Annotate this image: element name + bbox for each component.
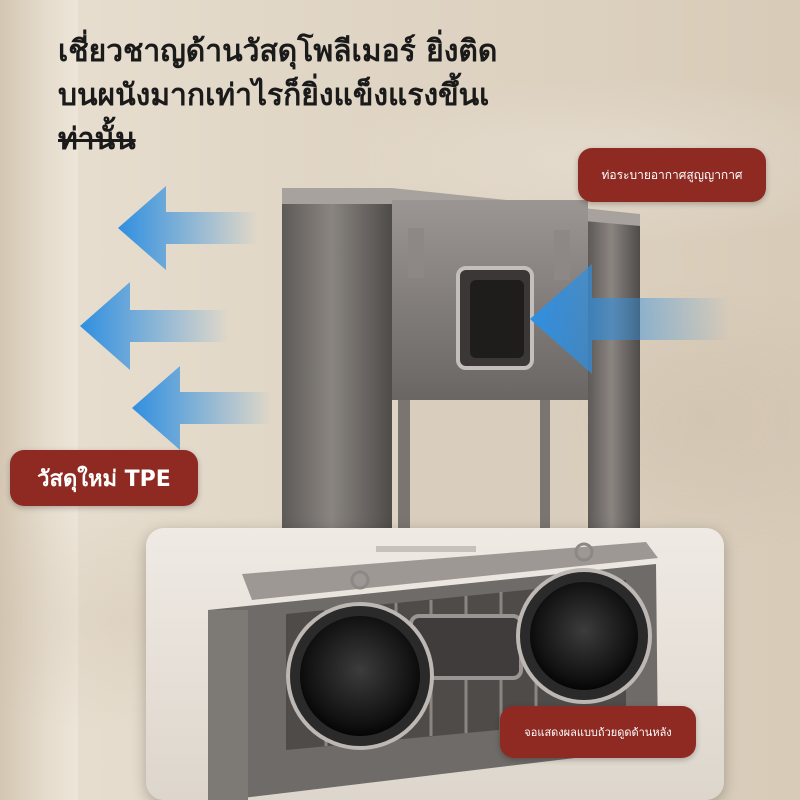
- airflow-arrow-icon: [530, 264, 730, 374]
- vent-label: ท่อระบายอากาศสูญญากาศ: [601, 167, 743, 182]
- tpe-label: วัสดุใหม่ TPE: [37, 466, 171, 492]
- wall-corner: [0, 0, 78, 800]
- headline-line-1: เชี่ยวชาญด้านวัสดุโพลีเมอร์ ยิ่งติด: [58, 34, 498, 69]
- headline-line-3: ท่านั้น: [58, 122, 136, 157]
- airflow-arrow-icon: [118, 186, 258, 270]
- airflow-arrow-icon: [80, 282, 230, 370]
- headline: เชี่ยวชาญด้านวัสดุโพลีเมอร์ ยิ่งติด บนผน…: [58, 30, 578, 162]
- headline-line-2: บนผนังมากเท่าไรก็ยิ่งแข็งแรงขึ้นเ: [58, 78, 490, 113]
- suction-label: จอแสดงผลแบบถ้วยดูดด้านหลัง: [524, 726, 672, 739]
- suction-label-badge: จอแสดงผลแบบถ้วยดูดด้านหลัง: [500, 706, 696, 758]
- airflow-arrow-icon: [132, 366, 272, 450]
- vent-label-badge: ท่อระบายอากาศสูญญากาศ: [578, 148, 766, 202]
- suction-detail-inset: [146, 528, 724, 800]
- tpe-label-badge: วัสดุใหม่ TPE: [10, 450, 198, 506]
- rack-back-view: [208, 542, 658, 800]
